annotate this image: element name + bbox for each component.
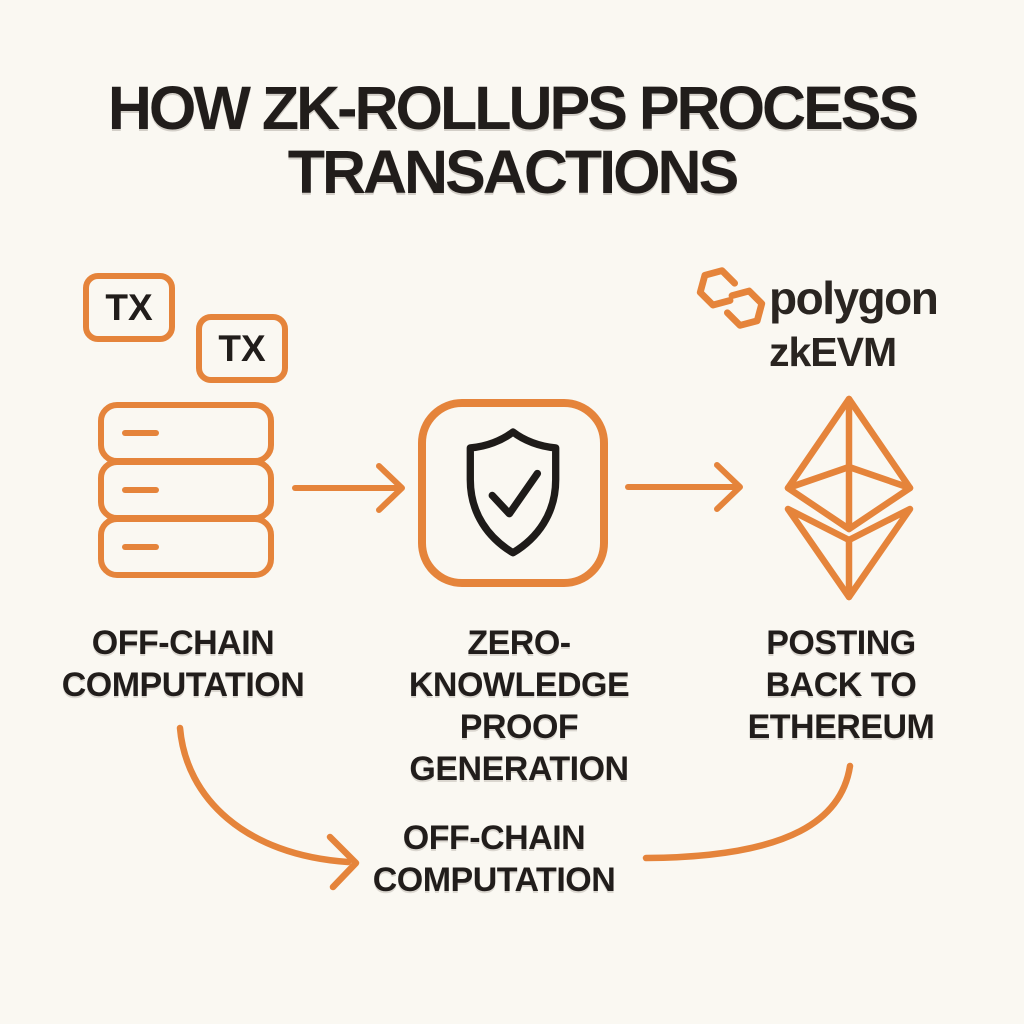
tx-badge-label: TX (218, 327, 266, 369)
step-label-zk-proof-generation: ZERO-KNOWLEDGE PROOF GENERATION (408, 624, 630, 788)
curved-line-icon (642, 762, 854, 862)
arrow-right-icon (292, 463, 405, 513)
server-stack-icon (98, 402, 274, 578)
tx-badge: TX (196, 314, 288, 383)
brand-name: polygon (769, 272, 939, 324)
title-line-1: HOW ZK-ROLLUPS PROCESS (107, 74, 919, 142)
tx-badge-label: TX (105, 286, 153, 328)
step-label-posting-back-to-ethereum: POSTING BACK TO ETHEREUM (747, 624, 935, 746)
title-line-2: TRANSACTIONS (287, 138, 740, 206)
ethereum-icon (784, 395, 914, 601)
step-label-off-chain-computation: OFF-CHAIN COMPUTATION (61, 624, 305, 704)
curved-arrow-icon (176, 724, 360, 891)
brand-product: zkEVM (769, 329, 897, 375)
shield-check-icon (466, 428, 560, 557)
bottom-label-off-chain-computation: OFF-CHAIN COMPUTATION (372, 819, 616, 899)
polygon-hexagons-icon (696, 267, 766, 329)
zk-proof-box (418, 399, 608, 587)
arrow-right-icon (625, 462, 743, 512)
tx-badge: TX (83, 273, 175, 342)
